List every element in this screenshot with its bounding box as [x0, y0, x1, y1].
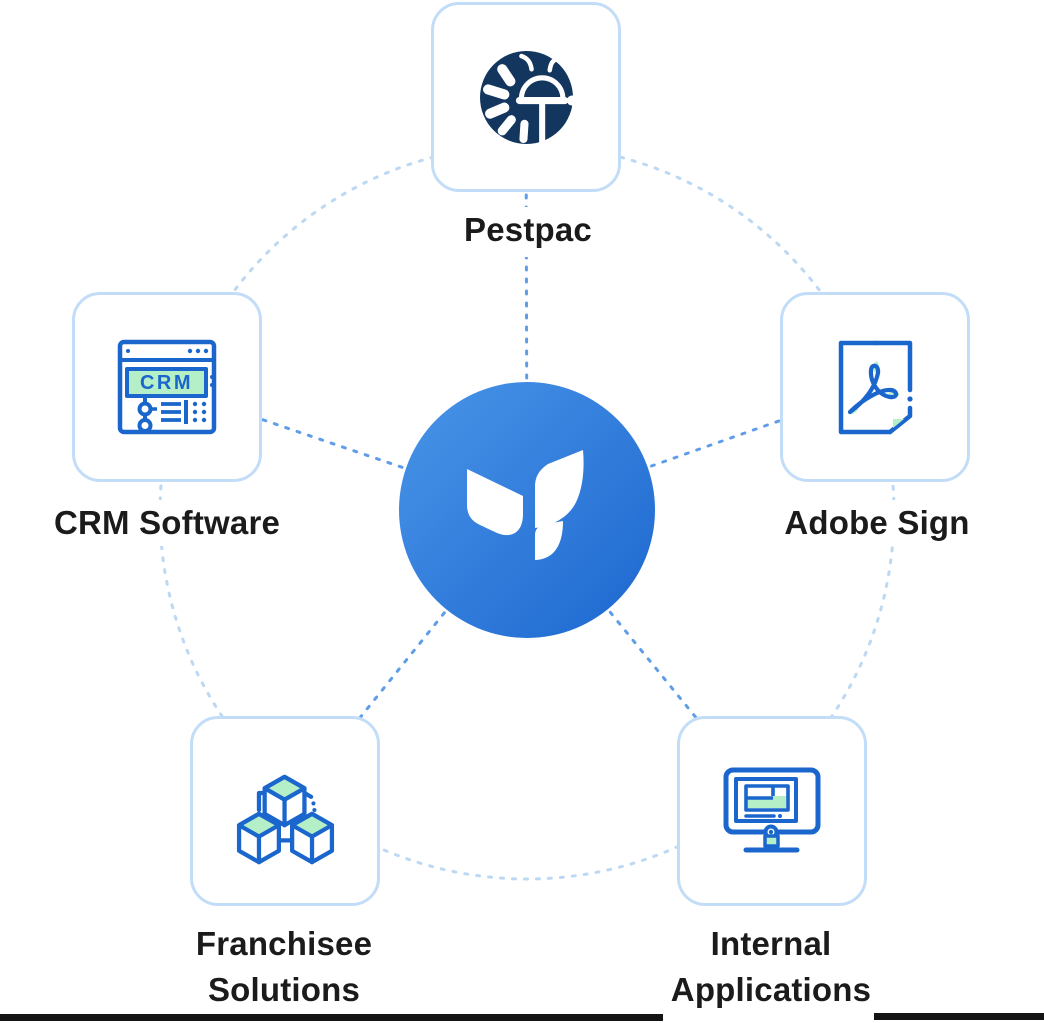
pest-bug-icon: [479, 50, 575, 145]
node-label-pestpac: Pestpac: [393, 207, 663, 257]
pdf-document-icon: [838, 340, 913, 434]
crm-icon-text: CRM: [140, 372, 193, 394]
fieldroutes-leaf-logo: [467, 450, 584, 560]
crm-browser-icon: CRM: [117, 339, 217, 435]
node-card-franchisee-solutions: [190, 716, 380, 906]
node-label-franchisee-solutions: Franchisee Solutions: [195, 925, 373, 1008]
node-card-internal-applications: [677, 716, 867, 906]
radial-line-pestpac: [524, 95, 529, 512]
node-label-crm-software: CRM Software: [32, 500, 302, 546]
node-label-adobe-sign: Adobe Sign: [742, 500, 1012, 546]
node-card-crm-software: CRM: [72, 292, 262, 482]
desktop-monitor-icon: [723, 767, 821, 853]
node-card-pestpac: [431, 2, 621, 192]
center-hub: [399, 382, 655, 638]
node-label-internal-applications: Internal Applications: [670, 925, 872, 1008]
bottom-divider-right: [874, 1013, 1044, 1020]
node-card-adobe-sign: [780, 292, 970, 482]
bottom-divider-left: [0, 1014, 663, 1021]
linked-cubes-icon: [236, 774, 334, 865]
